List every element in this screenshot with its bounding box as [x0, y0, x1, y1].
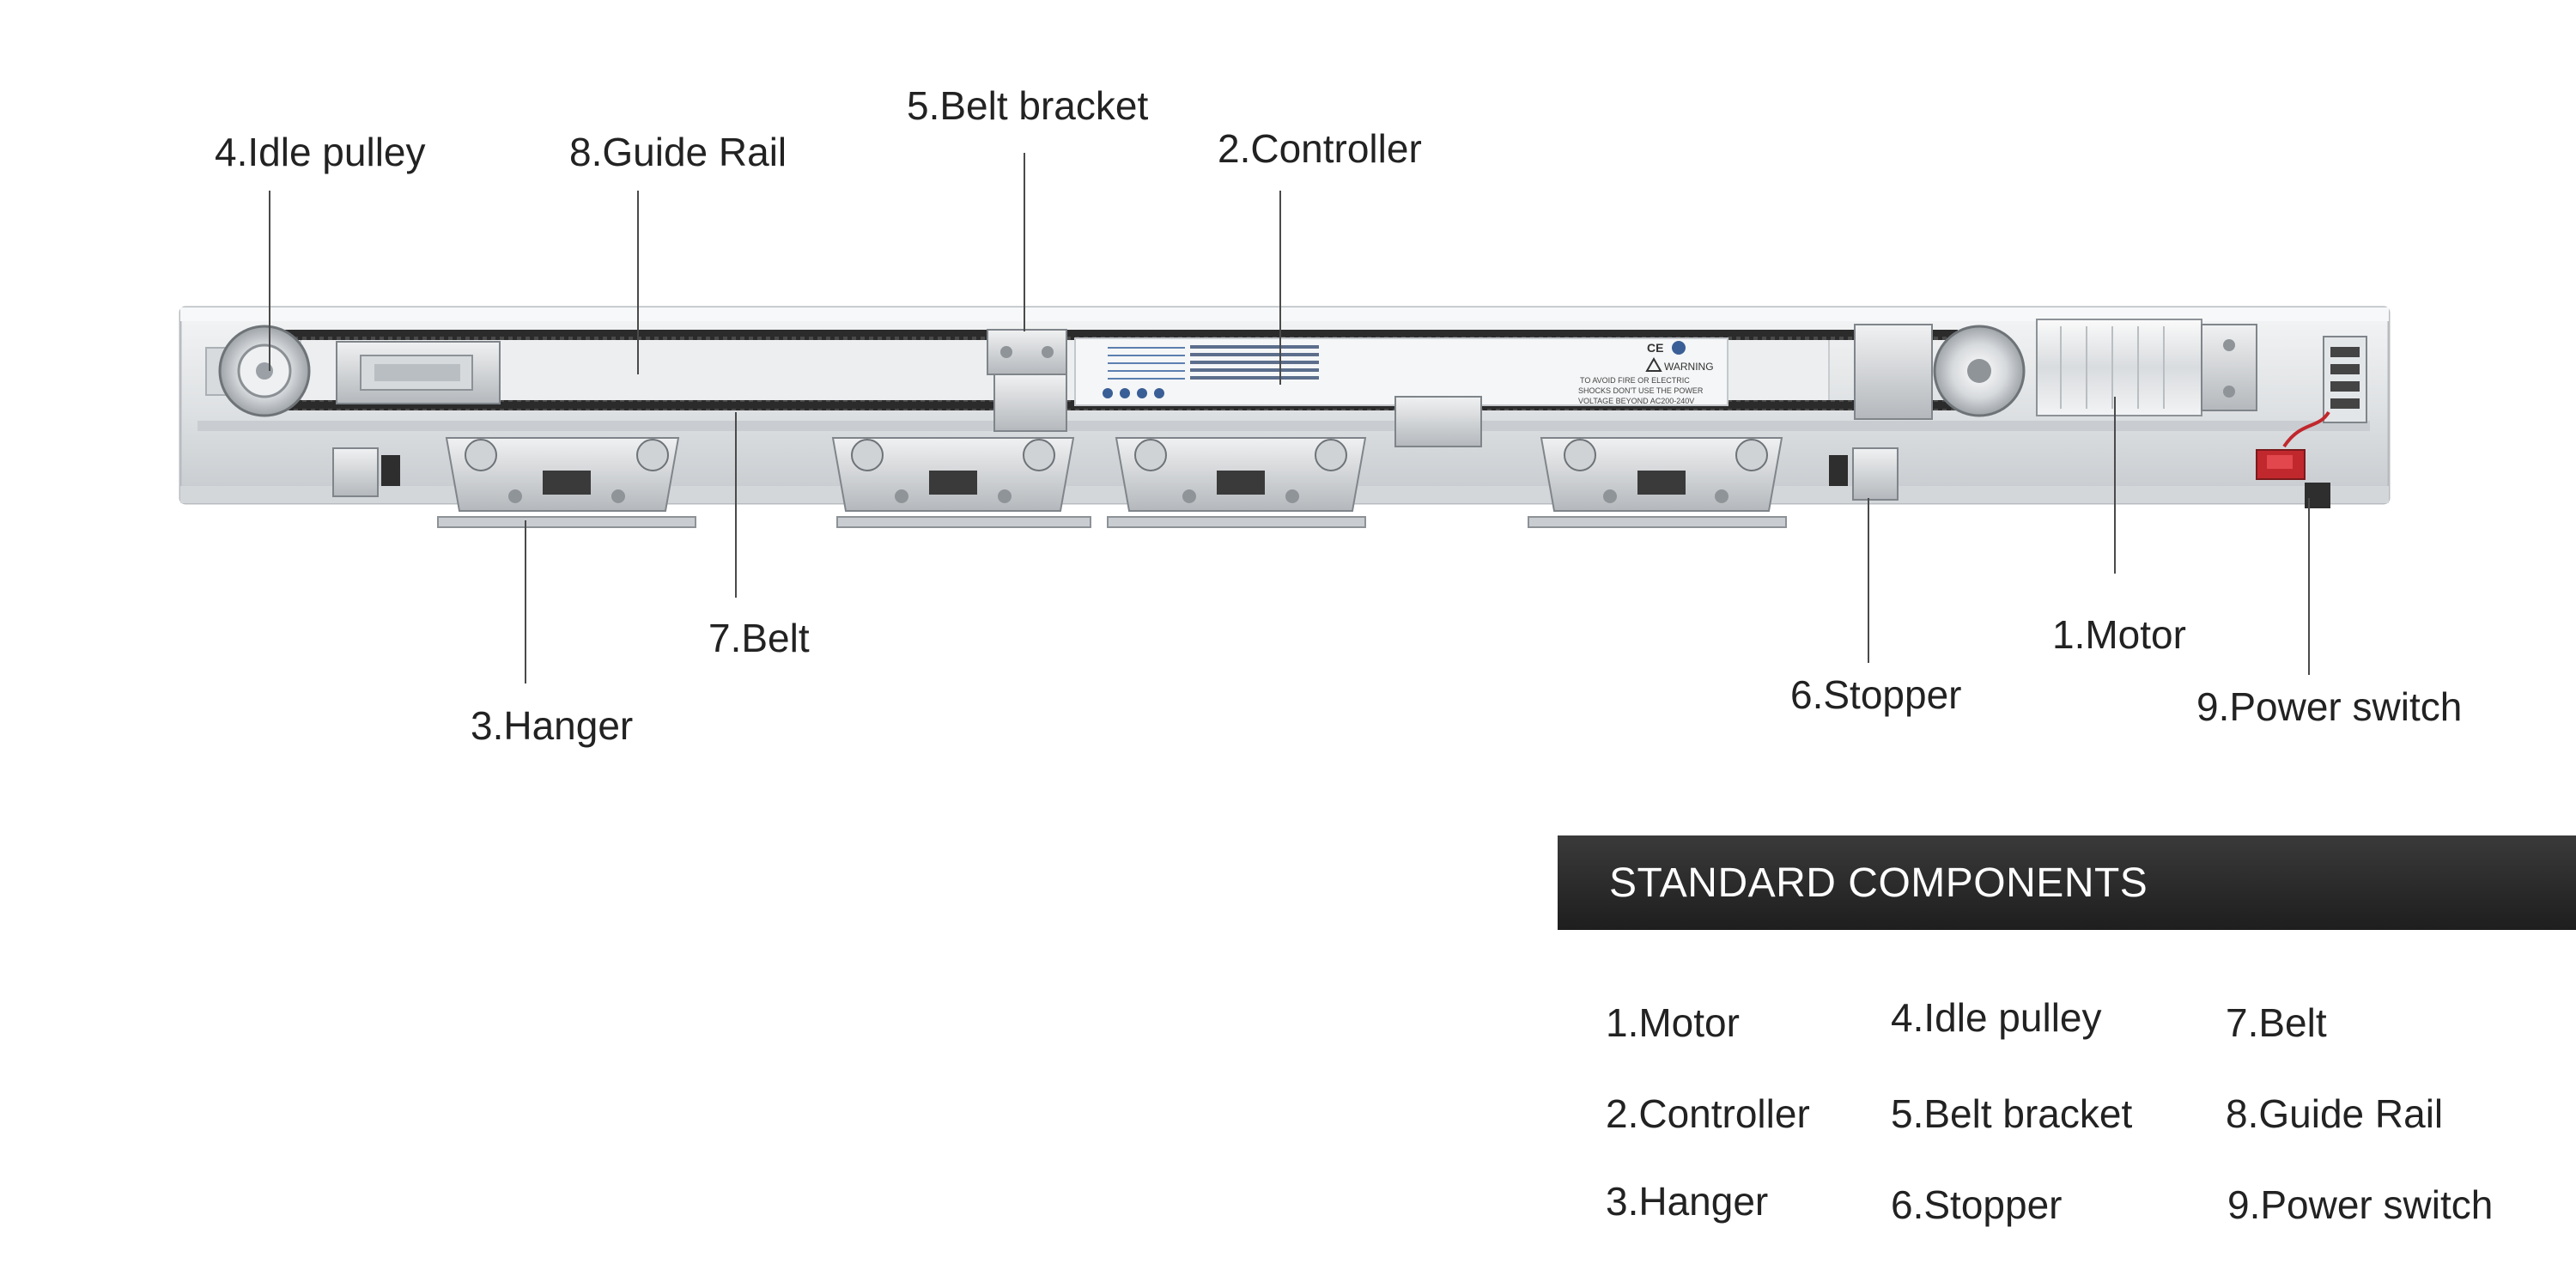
callout-hanger: 3.Hanger	[471, 703, 634, 748]
legend-item: 1.Motor	[1606, 1000, 1740, 1045]
callout-motor: 1.Motor	[2052, 612, 2186, 657]
warning-line-3: VOLTAGE BEYOND AC200-240V	[1578, 397, 1694, 405]
warning-line-1: TO AVOID FIRE OR ELECTRIC	[1580, 376, 1690, 385]
hanger-2	[831, 437, 1091, 528]
motor	[1854, 319, 2257, 420]
callout-belt-bracket: 5.Belt bracket	[907, 83, 1149, 128]
callout-guide-rail: 8.Guide Rail	[569, 130, 787, 174]
ce-mark: CE	[1647, 341, 1663, 355]
stopper-left	[332, 447, 400, 497]
legend-item: 2.Controller	[1606, 1091, 1810, 1136]
terminal-block	[2323, 336, 2367, 423]
leader-controller	[1279, 191, 1281, 385]
standard-components-title: STANDARD COMPONENTS	[1609, 860, 2148, 906]
leader-belt-bracket	[1024, 153, 1025, 331]
hanger-3	[1107, 396, 1482, 528]
leader-idle-pulley	[269, 191, 270, 371]
tension-bracket	[336, 341, 501, 404]
leader-hanger	[525, 520, 526, 683]
belt-bracket	[987, 329, 1067, 432]
callout-belt: 7.Belt	[708, 616, 810, 660]
callout-stopper: 6.Stopper	[1790, 672, 1962, 717]
idle-pulley	[218, 325, 311, 417]
legend-item: 8.Guide Rail	[2226, 1091, 2444, 1136]
hanger-4	[1528, 437, 1787, 528]
leader-power-switch	[2308, 498, 2310, 675]
legend-item: 3.Hanger	[1606, 1179, 1769, 1224]
leader-stopper	[1868, 498, 1869, 663]
legend-item: 4.Idle pulley	[1891, 995, 2102, 1040]
legend-item: 5.Belt bracket	[1891, 1091, 2133, 1136]
callout-idle-pulley: 4.Idle pulley	[215, 130, 426, 174]
warning-title: WARNING	[1664, 361, 1714, 373]
stopper	[1829, 447, 1899, 501]
callout-power-switch: 9.Power switch	[2196, 684, 2463, 729]
controller: CE WARNING TO AVOID FIRE OR ELECTRIC SHO…	[1074, 337, 1728, 406]
legend-item: 9.Power switch	[2227, 1182, 2494, 1227]
callout-controller: 2.Controller	[1218, 126, 1422, 171]
hanger-1	[437, 437, 696, 528]
warning-line-2: SHOCKS DON'T USE THE POWER	[1578, 386, 1704, 395]
leader-motor	[2114, 397, 2116, 574]
standard-components-header: STANDARD COMPONENTS	[1558, 835, 2576, 930]
leader-belt	[735, 412, 737, 598]
leader-guide-rail	[637, 191, 639, 374]
legend-item: 7.Belt	[2226, 1000, 2327, 1045]
power-switch	[2256, 410, 2330, 508]
legend-item: 6.Stopper	[1891, 1182, 2063, 1227]
